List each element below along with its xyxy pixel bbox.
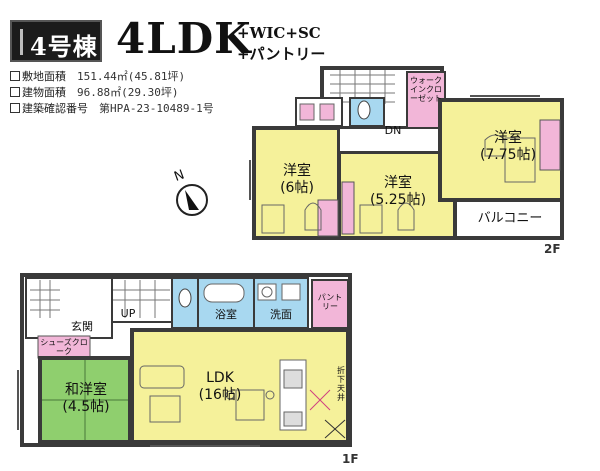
badge-accent-bar xyxy=(20,29,23,55)
room-western-6: 洋室 (6帖) xyxy=(262,163,332,197)
floor-2-plan xyxy=(249,66,564,240)
ceiling-note: 折下天井 xyxy=(337,366,345,402)
room-size: (6帖) xyxy=(280,180,314,196)
room-name: 和洋室 xyxy=(65,382,107,398)
permit-value: 第HPA-23-10489-1号 xyxy=(99,102,214,115)
room-western-775: 洋室 (7.75帖) xyxy=(468,130,548,164)
unit-label: 4号棟 xyxy=(30,32,98,61)
site-area-value: 151.44㎡(45.81坪) xyxy=(77,70,186,83)
washroom-label: 洗面 xyxy=(270,308,292,321)
floor-1-label: 1F xyxy=(342,452,359,466)
bath-label: 浴室 xyxy=(215,308,237,321)
room-size: (16帖) xyxy=(198,387,242,403)
north-arrow-icon: N xyxy=(172,167,208,216)
room-name: 洋室 xyxy=(283,163,311,179)
room-size: (4.5帖) xyxy=(62,399,110,415)
floor-1-plan xyxy=(17,273,352,447)
room-size: (7.75帖) xyxy=(479,147,537,163)
site-area-label: 敷地面積 xyxy=(22,70,66,83)
permit-row: 建築確認番号 第HPA-23-10489-1号 xyxy=(10,100,214,116)
walkin-closet-label: ウォークインクローゼット xyxy=(410,76,442,103)
building-area-label: 建物面積 xyxy=(22,86,66,99)
floor-2-label: 2F xyxy=(544,242,561,256)
unit-badge: 4号棟 xyxy=(10,20,102,62)
checkbox-icon xyxy=(10,103,20,113)
room-japanese: 和洋室 (4.5帖) xyxy=(48,382,124,416)
balcony-label: バルコニー xyxy=(477,211,543,226)
building-area-value: 96.88㎡(29.30坪) xyxy=(77,86,179,99)
layout-extras-1: +WIC+SC xyxy=(237,24,321,42)
checkbox-icon xyxy=(10,71,20,81)
room-western-525: 洋室 (5.25帖) xyxy=(350,175,446,209)
checkbox-icon xyxy=(10,87,20,97)
room-name: LDK xyxy=(206,370,234,386)
svg-text:N: N xyxy=(172,167,186,184)
pantry-label: パントリー xyxy=(317,293,343,311)
stairs-down-label: DN xyxy=(384,124,402,137)
room-name: 洋室 xyxy=(494,130,522,146)
layout-type: 4LDK xyxy=(116,14,252,63)
building-area-row: 建物面積 96.88㎡(29.30坪) xyxy=(10,84,178,100)
room-name: 洋室 xyxy=(384,175,412,191)
shoes-closet-label: シューズクローク xyxy=(40,338,88,356)
permit-label: 建築確認番号 xyxy=(22,102,88,115)
site-area-row: 敷地面積 151.44㎡(45.81坪) xyxy=(10,68,185,84)
room-size: (5.25帖) xyxy=(369,192,427,208)
layout-extras-2: +パントリー xyxy=(237,45,326,63)
room-ldk: LDK (16帖) xyxy=(180,370,260,404)
stairs-up-label: UP xyxy=(120,307,136,320)
entrance-label: 玄関 xyxy=(71,320,93,333)
